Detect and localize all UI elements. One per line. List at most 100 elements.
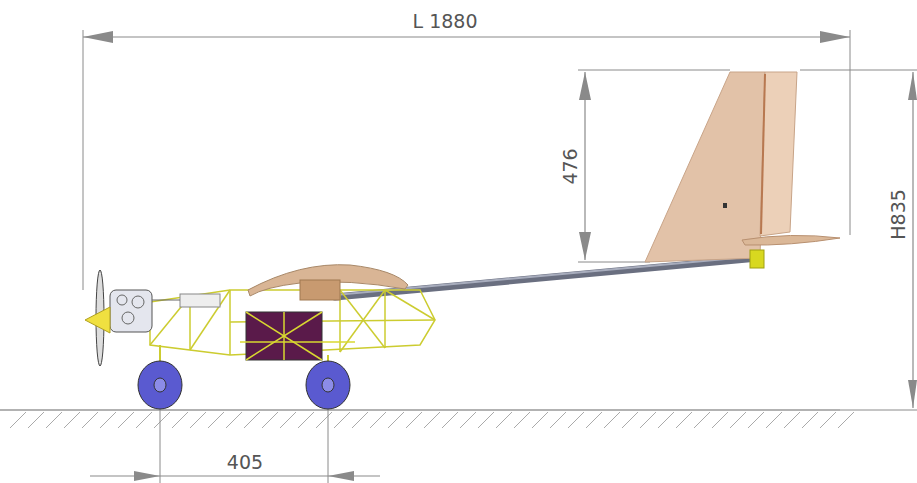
hatch-line	[478, 412, 494, 428]
dimension-label: 405	[225, 452, 265, 473]
hatch-line	[208, 412, 224, 428]
rudder	[760, 72, 797, 236]
hatch-line	[46, 412, 62, 428]
dimension-label: H835	[888, 187, 909, 242]
rudder-hinge	[761, 74, 765, 234]
hatch-line	[496, 412, 512, 428]
length-dimension	[83, 30, 850, 290]
ground	[0, 410, 854, 428]
arrowhead	[328, 471, 354, 481]
wheel	[138, 361, 182, 409]
hatch-line	[622, 412, 638, 428]
extension-line	[840, 410, 917, 411]
hatch-line	[568, 412, 584, 428]
hatch-line	[352, 412, 368, 428]
wheelbase-dimension	[90, 395, 380, 483]
hatch-line	[424, 412, 440, 428]
hatch-line	[766, 412, 782, 428]
engine-part	[117, 295, 127, 305]
ground-line	[0, 409, 840, 411]
hatch-line	[676, 412, 692, 428]
hatch-line	[244, 412, 260, 428]
fin-mark	[723, 203, 727, 208]
hatch-line	[280, 412, 296, 428]
hatch-line	[586, 412, 602, 428]
dimension-label: 476	[560, 146, 581, 186]
truss-member	[384, 290, 386, 348]
extension-line	[800, 70, 917, 71]
hatch-line	[748, 412, 764, 428]
engine-part	[122, 312, 134, 324]
hatch-line	[712, 412, 728, 428]
engine-part	[152, 300, 180, 301]
engine	[110, 290, 152, 332]
hatch-line	[406, 412, 422, 428]
dimension-line	[584, 72, 585, 260]
hatch-line	[316, 412, 332, 428]
truss-member	[240, 341, 355, 343]
truss-member	[283, 312, 285, 360]
arrowhead	[908, 380, 917, 408]
hatch-line	[784, 412, 800, 428]
arrowhead	[134, 471, 160, 481]
hatch-line	[28, 412, 44, 428]
extension-line	[578, 70, 730, 71]
hatch-line	[64, 412, 80, 428]
hatch-line	[136, 412, 152, 428]
hatch-line	[298, 412, 314, 428]
engine-detail	[117, 295, 180, 324]
extension-line	[83, 30, 84, 290]
hatch-line	[226, 412, 242, 428]
extension-line	[850, 30, 851, 235]
truss-member	[385, 290, 435, 320]
hatch-line	[838, 412, 854, 428]
hatch-line	[802, 412, 818, 428]
spinner	[85, 307, 110, 333]
hatch-line	[82, 412, 98, 428]
hatch-line	[190, 412, 206, 428]
vertical-fin	[645, 72, 765, 262]
dimension-label: L 1880	[411, 11, 480, 32]
arrowhead	[579, 232, 591, 260]
hatch-line	[730, 412, 746, 428]
hatch-line	[262, 412, 278, 428]
hatch-line	[118, 412, 134, 428]
truss-member	[246, 312, 322, 360]
horizontal-stabilizer	[742, 235, 840, 245]
ground-hatch	[10, 412, 854, 428]
hatch-line	[550, 412, 566, 428]
wheel-hub	[322, 378, 334, 392]
wheel	[306, 361, 350, 409]
hatch-line	[460, 412, 476, 428]
wheel-hub	[154, 378, 166, 392]
hatch-line	[154, 412, 170, 428]
hatch-line	[370, 412, 386, 428]
extension-line	[578, 262, 650, 263]
tail-boom-highlight	[335, 256, 758, 295]
box-frame	[240, 312, 355, 360]
hatch-line	[694, 412, 710, 428]
truss-member	[246, 312, 322, 360]
hatch-line	[604, 412, 620, 428]
battery-box	[246, 312, 322, 360]
hatch-line	[640, 412, 656, 428]
arrowhead	[83, 31, 113, 43]
arrowhead	[579, 72, 591, 100]
fuel-tank	[180, 294, 220, 307]
wing-pylon	[300, 280, 340, 300]
hatch-line	[820, 412, 836, 428]
arrowhead	[820, 31, 850, 43]
engine-part	[132, 296, 144, 308]
hatch-line	[10, 412, 26, 428]
hatch-line	[658, 412, 674, 428]
hatch-line	[388, 412, 404, 428]
hatch-line	[514, 412, 530, 428]
tail-fitting	[750, 250, 764, 268]
dimension-line	[912, 72, 913, 408]
arrowhead	[908, 72, 917, 100]
dimension-line	[83, 36, 850, 37]
hatch-line	[172, 412, 188, 428]
